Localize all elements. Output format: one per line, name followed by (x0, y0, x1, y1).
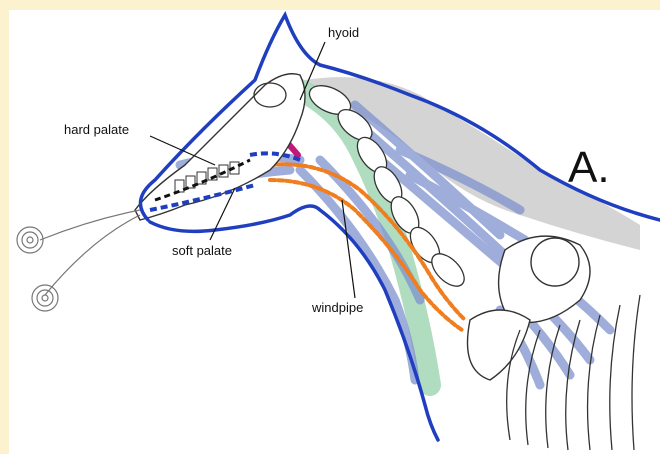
label-hard-palate: hard palate (64, 122, 129, 137)
panel-letter: A. (568, 143, 610, 192)
label-hyoid: hyoid (328, 25, 359, 40)
label-windpipe: windpipe (311, 300, 363, 315)
reins-rope (17, 210, 140, 311)
label-soft-palate: soft palate (172, 243, 232, 258)
